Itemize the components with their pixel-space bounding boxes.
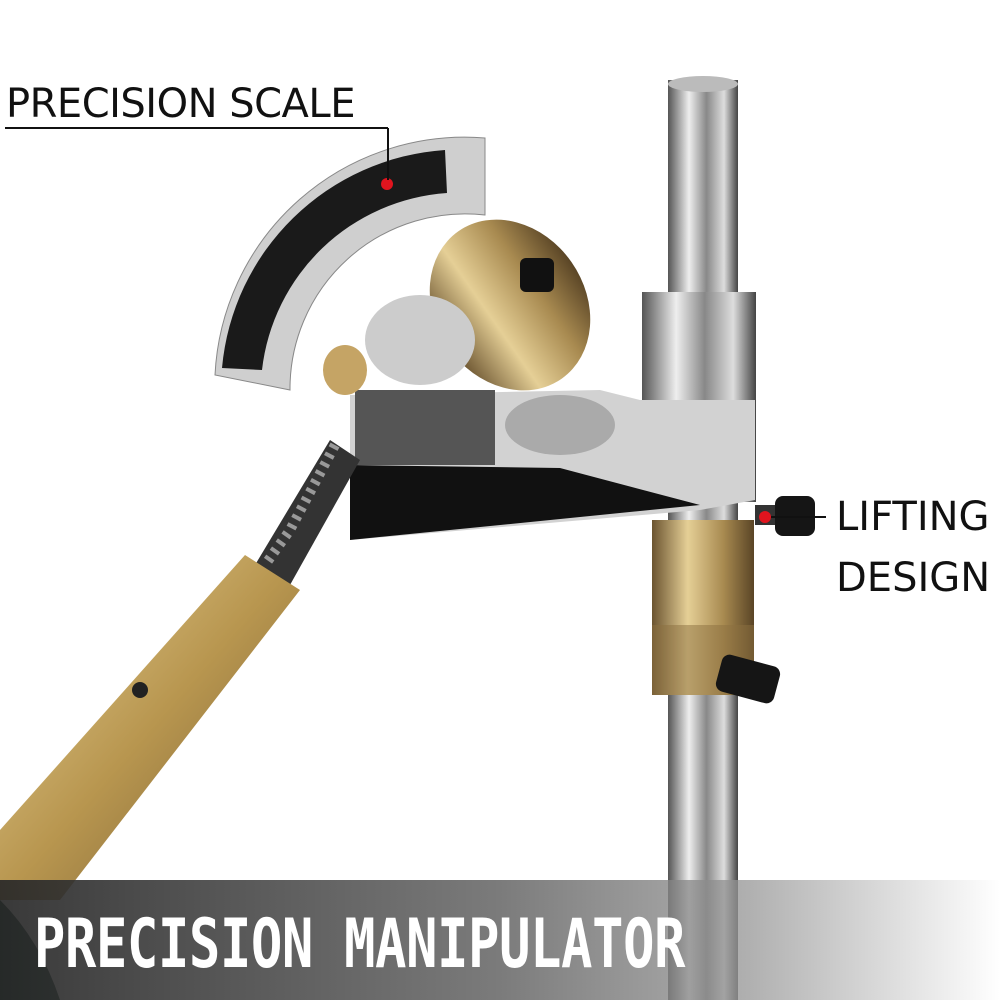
brass-dial xyxy=(323,219,591,395)
precision-scale-dial xyxy=(214,136,486,391)
scale-marker-dot xyxy=(381,178,393,190)
lock-knob-icon xyxy=(715,654,781,704)
spring xyxy=(255,440,360,585)
caption-banner xyxy=(0,880,1000,1000)
lifting-design-callout-line1: LIFTING xyxy=(836,494,990,540)
banner-title: PRECISION MANIPULATOR xyxy=(34,906,686,984)
lifting-marker-dot xyxy=(759,511,771,523)
precision-scale-callout: PRECISION SCALE xyxy=(6,81,355,127)
horizontal-arm xyxy=(350,390,755,540)
lifting-design-callout-line2: DESIGN xyxy=(836,555,991,601)
